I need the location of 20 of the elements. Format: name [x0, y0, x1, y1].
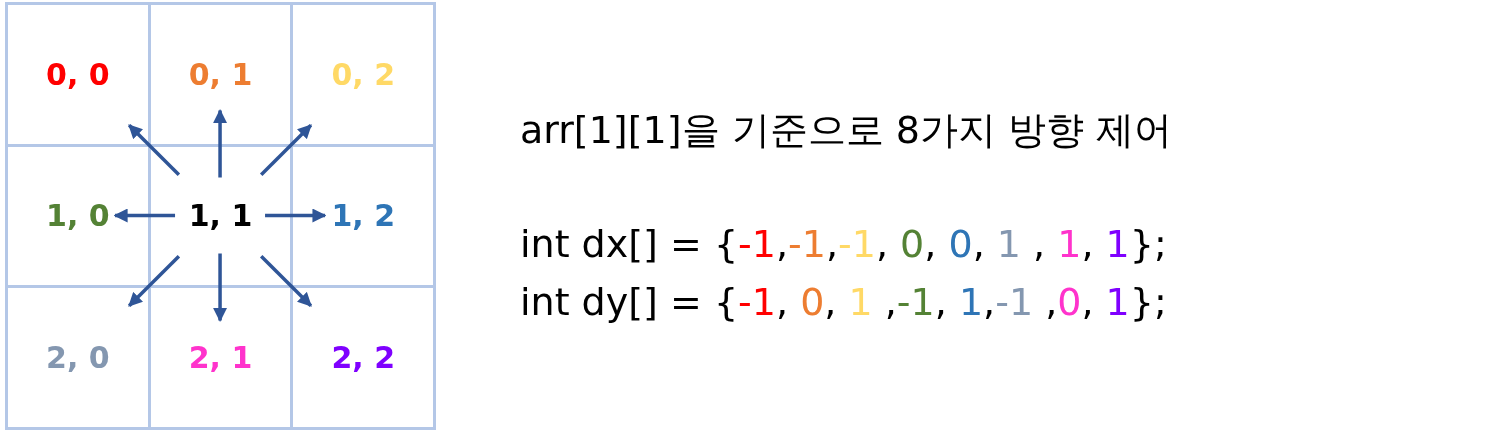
- cell-coordinate: 0, 2: [331, 56, 396, 92]
- cell-coordinate: 2, 0: [46, 340, 110, 376]
- arrow: [213, 253, 228, 322]
- arrow: [213, 109, 228, 178]
- grid-cell: [290, 2, 437, 147]
- cell-coordinate: 1, 1: [188, 198, 253, 234]
- cell-coordinate: 0, 1: [188, 56, 253, 92]
- cell-coordinate: 0, 0: [46, 56, 110, 92]
- cell-coordinate: 2, 2: [331, 340, 396, 376]
- cell-coordinate: 2, 1: [188, 340, 253, 376]
- grid-cell: [5, 285, 151, 430]
- heading-text: arr[1][1]을 기준으로 8가지 방향 제어: [520, 107, 1172, 154]
- arrow: [265, 208, 327, 223]
- arrow: [113, 208, 176, 223]
- cell-coordinate: 1, 0: [46, 198, 110, 234]
- code-line: int dx[] = {-1,-1,-1, 0, 0, 1 , 1, 1};: [520, 222, 1167, 266]
- grid-cell: [290, 285, 437, 430]
- code-line: int dy[] = {-1, 0, 1 ,-1, 1,-1 ,0, 1};: [520, 280, 1167, 324]
- cell-coordinate: 1, 2: [331, 198, 396, 234]
- grid-cell: [5, 2, 151, 147]
